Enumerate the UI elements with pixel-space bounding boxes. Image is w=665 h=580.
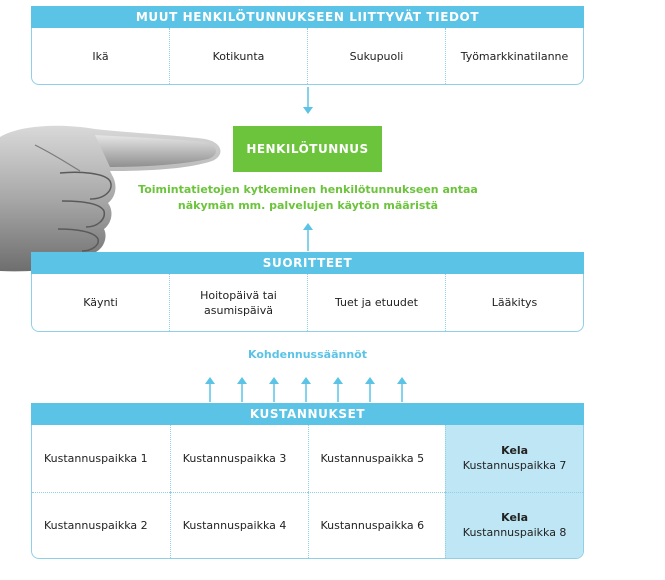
- cost-center-6: Kustannuspaikka 6: [307, 491, 446, 558]
- kela-cost-center-8: Kela Kustannuspaikka 8: [445, 491, 583, 558]
- kela-cost-center-7: Kela Kustannuspaikka 7: [445, 425, 583, 492]
- pointing-hand-icon: [0, 125, 221, 272]
- outputs-header: SUORITTEET: [31, 252, 584, 274]
- cell-care-day: Hoitopäivä tai asumispäivä: [169, 274, 307, 331]
- cell-care-day-line-2: asumispäivä: [204, 303, 273, 317]
- allocation-rules-label: Kohdennussäännöt: [248, 348, 367, 361]
- arrow-up-from-outputs: [303, 223, 313, 251]
- allocation-arrow-5: [333, 377, 343, 402]
- kela-title-2: Kela: [501, 511, 529, 525]
- costs-panel: KUSTANNUKSET Kustannuspaikka 1 Kustannus…: [31, 403, 584, 559]
- personal-id-box: HENKILÖTUNNUS: [233, 126, 382, 172]
- costs-header: KUSTANNUKSET: [31, 403, 584, 425]
- cost-center-5: Kustannuspaikka 5: [307, 425, 446, 492]
- costs-grid: Kustannuspaikka 1 Kustannuspaikka 3 Kust…: [31, 425, 584, 559]
- allocation-arrow-3: [269, 377, 279, 402]
- outputs-panel: SUORITTEET Käynti Hoitopäivä tai asumisp…: [31, 252, 584, 332]
- cost-center-3: Kustannuspaikka 3: [169, 425, 308, 492]
- caption-line-1: Toimintatietojen kytkeminen henkilötunnu…: [138, 183, 478, 196]
- cell-benefits: Tuet ja etuudet: [307, 274, 445, 331]
- allocation-arrow-4: [301, 377, 311, 402]
- id-linking-caption: Toimintatietojen kytkeminen henkilötunnu…: [120, 182, 496, 214]
- outputs-cells: Käynti Hoitopäivä tai asumispäivä Tuet j…: [31, 274, 584, 332]
- cell-labour-status: Työmarkkinatilanne: [445, 28, 583, 84]
- allocation-arrow-1: [205, 377, 215, 402]
- cost-center-1: Kustannuspaikka 1: [44, 451, 148, 465]
- cell-visit-line-1: Käynti: [83, 296, 118, 309]
- kela-text-1: Kustannuspaikka 7: [462, 459, 567, 473]
- cell-benefits-line-1: Tuet ja etuudet: [335, 296, 418, 309]
- cost-center-4: Kustannuspaikka 4: [169, 491, 308, 558]
- cell-medication-line-1: Lääkitys: [491, 296, 538, 309]
- personal-info-panel: MUUT HENKILÖTUNNUKSEEN LIITTYVÄT TIEDOT …: [31, 6, 584, 85]
- kela-title-1: Kela: [501, 444, 529, 458]
- allocation-arrow-7: [397, 377, 407, 402]
- cell-age: Ikä: [92, 49, 109, 63]
- allocation-arrow-6: [365, 377, 375, 402]
- cell-municipality: Kotikunta: [169, 28, 307, 84]
- allocation-arrows: [205, 377, 407, 402]
- kela-text-2: Kustannuspaikka 8: [462, 526, 567, 540]
- caption-line-2: näkymän mm. palvelujen käytön määristä: [177, 199, 439, 212]
- cell-gender: Sukupuoli: [307, 28, 445, 84]
- cell-visit: Käynti: [32, 274, 169, 331]
- personal-info-header: MUUT HENKILÖTUNNUKSEEN LIITTYVÄT TIEDOT: [31, 6, 584, 28]
- cost-center-2: Kustannuspaikka 2: [32, 491, 170, 559]
- personal-info-cells: Ikä Kotikunta Sukupuoli Työmarkkinatilan…: [31, 28, 584, 85]
- allocation-arrow-2: [237, 377, 247, 402]
- cell-medication: Lääkitys: [445, 274, 583, 331]
- arrow-down-to-id: [303, 87, 313, 114]
- cell-care-day-line-1: Hoitopäivä tai: [200, 288, 277, 302]
